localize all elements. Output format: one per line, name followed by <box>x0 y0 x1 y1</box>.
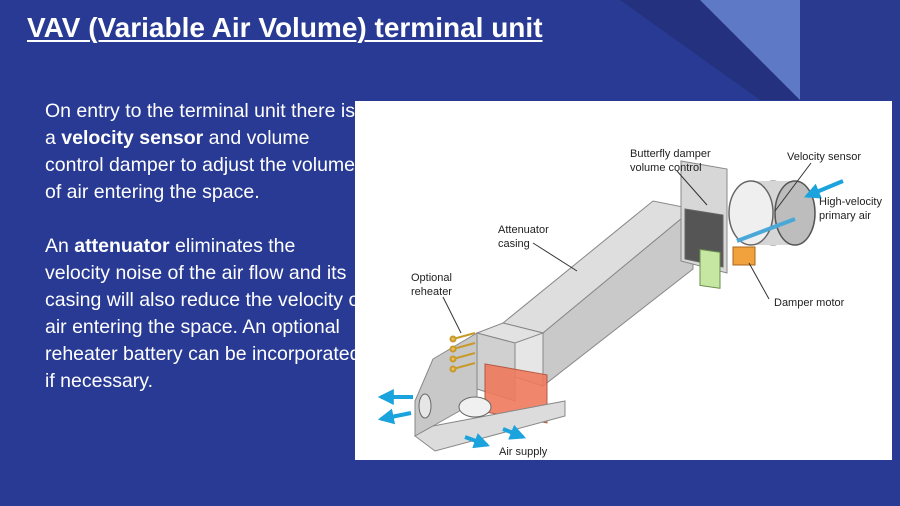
outlet-spigot-lower <box>458 396 492 418</box>
outlet-arrow-lower <box>377 408 412 425</box>
p2-bold: attenuator <box>74 235 170 257</box>
label-high-velocity-line1: High-velocity <box>819 196 882 208</box>
leader-reheater <box>442 296 462 334</box>
air-supply-arrow-1 <box>464 433 491 449</box>
reheater-terminals <box>449 332 476 373</box>
outlet-spigot <box>418 393 432 419</box>
paragraph-velocity-sensor: On entry to the terminal unit there is a… <box>45 98 365 206</box>
butterfly-damper <box>699 248 721 289</box>
label-reheater-line1: Optional <box>411 272 452 284</box>
p2-after: eliminates the velocity noise of the air… <box>45 235 365 392</box>
paragraph-attenuator: An attenuator eliminates the velocity no… <box>45 233 365 395</box>
p2-before: An <box>45 235 75 257</box>
outlet-plenum-base <box>414 400 566 452</box>
label-high-velocity-line2: primary air <box>819 210 871 222</box>
p1-bold: velocity sensor <box>61 127 204 149</box>
label-damper-motor: Damper motor <box>774 297 845 309</box>
leader-butterfly <box>676 170 708 206</box>
damper-motor <box>732 246 756 266</box>
label-velocity-sensor: Velocity sensor <box>787 151 861 163</box>
label-attenuator-line2: casing <box>498 238 530 250</box>
leader-velocity <box>774 162 812 212</box>
deco-corner <box>800 0 900 100</box>
label-attenuator-line1: Attenuator <box>498 224 549 236</box>
label-air-supply: Air supply <box>499 446 548 458</box>
label-reheater-line2: reheater <box>411 286 452 298</box>
deco-light-triangle <box>700 0 800 100</box>
primary-air-arrow <box>804 179 844 199</box>
slide-title: VAV (Variable Air Volume) terminal unit <box>27 12 543 43</box>
velocity-sensor-bar <box>736 217 796 243</box>
p1-before: On entry to the terminal unit there is a <box>45 100 355 149</box>
leader-motor <box>748 262 770 300</box>
air-supply-arrow-2 <box>502 424 526 440</box>
inlet-cylinder-front <box>728 180 774 246</box>
p1-after: and volume control damper to adjust the … <box>45 127 356 203</box>
body-text: On entry to the terminal unit there is a… <box>45 98 365 422</box>
label-butterfly-line1: Butterfly damper <box>630 148 711 160</box>
leader-attenuator <box>532 242 578 272</box>
vav-diagram: Butterfly damper volume control Velocity… <box>355 101 892 460</box>
inlet-cylinder-rim <box>774 180 816 246</box>
label-butterfly-line2: volume control <box>630 162 702 174</box>
